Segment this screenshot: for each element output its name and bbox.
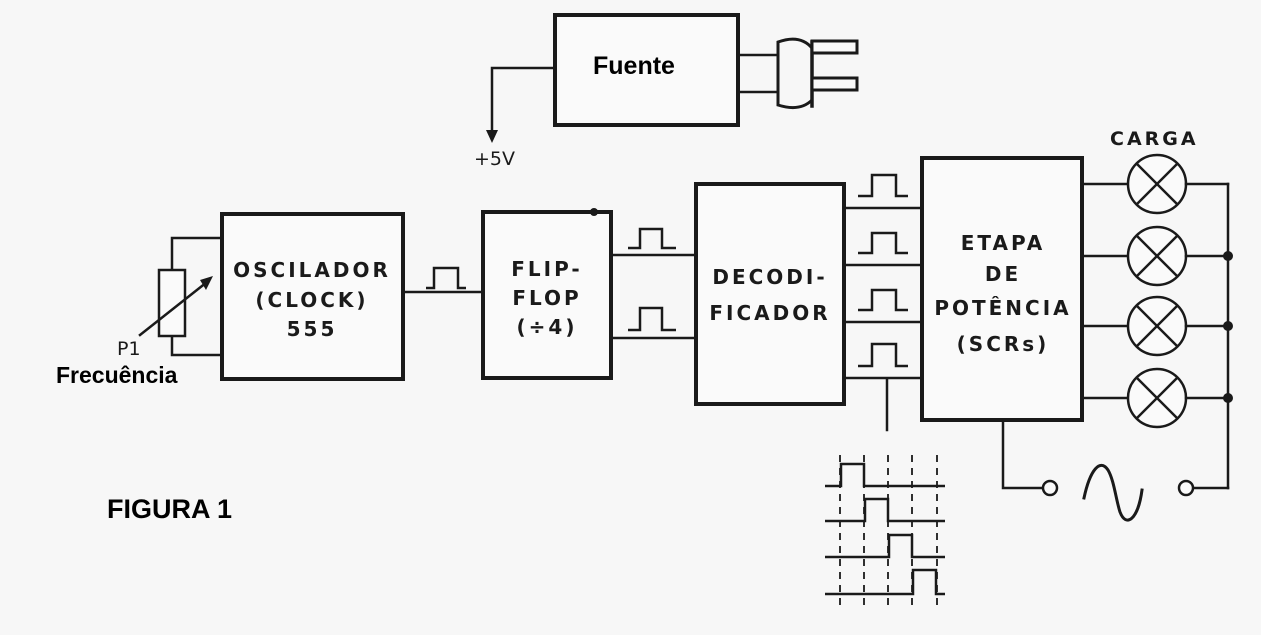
flipflop-line-1: FLIP- [511,257,582,281]
clock-pulse [426,266,466,290]
p1-label: P1 [117,338,141,360]
decodificador-line-2: FICADOR [709,301,830,325]
decoder-outputs [842,173,924,380]
lamp-icon [1126,295,1188,357]
flipflop-block: FLIP- FLOP (÷4) [481,208,613,380]
fuente-block: Fuente [553,13,740,127]
timing-diagram [825,378,945,610]
frecuencia-label: Frecuência [56,362,178,388]
oscilador-line-1: OSCILADOR [233,258,391,282]
supply-arrow [486,66,557,143]
power-plug-icon [736,37,859,110]
etapa-line-3: POTÊNCIA [934,296,1071,320]
carga-label: CARGA [1110,128,1199,150]
lamp-icon [1126,225,1188,287]
etapa-block: ETAPA DE POTÊNCIA (SCRs) [920,156,1084,422]
flipflop-line-3: (÷4) [517,315,578,339]
sine-wave-icon [1082,463,1144,522]
voltage-label: +5V [474,148,515,170]
ff-pulse-1 [628,227,676,250]
potentiometer-p1 [138,236,224,357]
etapa-line-4: (SCRs) [957,332,1050,356]
lamps [1080,153,1233,490]
decodificador-line-1: DECODI- [712,265,827,289]
ac-source [1001,418,1230,522]
oscilador-block: OSCILADOR (CLOCK) 555 [220,212,405,381]
oscilador-line-2: (CLOCK) [255,288,368,312]
etapa-line-2: DE [985,262,1021,286]
fuente-label: Fuente [593,52,675,80]
etapa-line-1: ETAPA [961,231,1046,255]
figure-caption: FIGURA 1 [107,494,232,524]
ff-pulse-2 [628,306,676,332]
flipflop-line-2: FLOP [512,286,581,310]
decodificador-block: DECODI- FICADOR [694,182,846,406]
lamp-icon [1126,367,1188,429]
lamp-icon [1126,153,1188,215]
oscilador-line-3: 555 [287,317,338,341]
